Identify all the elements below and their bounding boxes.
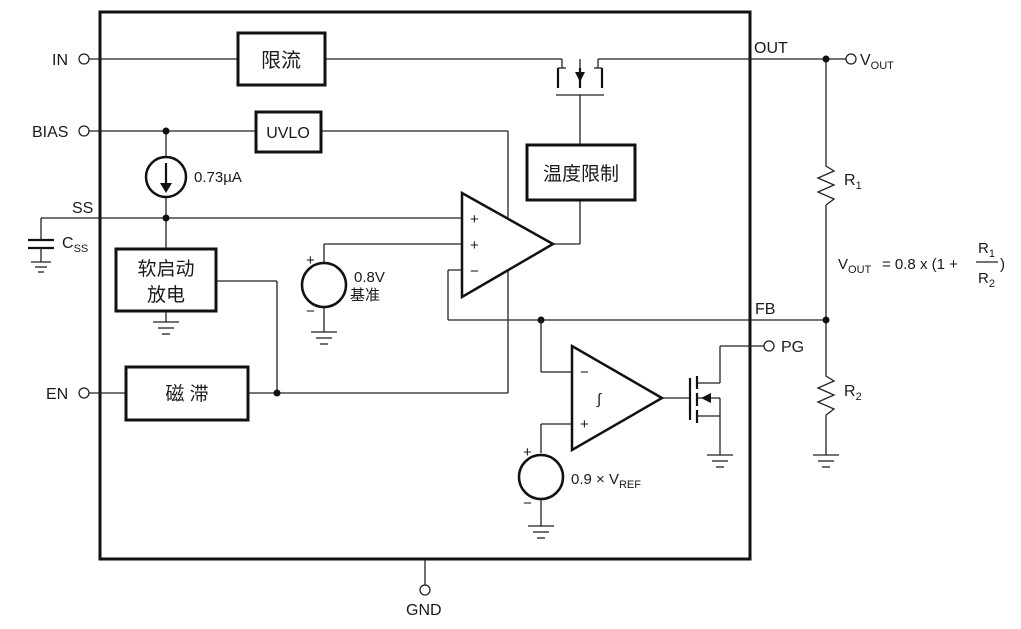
ground-symbol (153, 311, 179, 335)
svg-text:): ) (1000, 256, 1005, 273)
pin-label-out: OUT (754, 40, 788, 57)
svg-text:R2: R2 (978, 270, 995, 290)
svg-text:−: − (523, 495, 532, 512)
current-limit-block (236, 31, 327, 87)
reference-value-label: 0.8V (354, 269, 385, 286)
pin-gnd-terminal (419, 584, 431, 596)
svg-text:= 0.8 x (1 +: = 0.8 x (1 + (882, 256, 958, 273)
thermal-limit-label: 温度限制 (543, 163, 619, 185)
r1-label: R1 (844, 172, 862, 192)
pin-en-terminal (78, 387, 90, 399)
current-source-label: 0.73µA (194, 169, 242, 186)
pg-reference-source: + − (517, 444, 565, 512)
pin-label-en: EN (46, 386, 68, 403)
svg-text:R1: R1 (978, 240, 995, 260)
current-limit-label: 限流 (261, 49, 301, 72)
svg-text:+: + (470, 237, 479, 254)
reference-name-label: 基准 (350, 287, 380, 304)
soft-start-label-line2: 放电 (147, 284, 185, 306)
ground-symbol (813, 454, 839, 468)
thermal-limit-block (525, 143, 637, 202)
r2-label: R2 (844, 383, 862, 403)
pin-label-in: IN (52, 52, 68, 69)
error-amplifier: + + − (460, 190, 556, 300)
output-voltage-formula: VOUT = 0.8 x (1 + R1 R2 ) (838, 240, 1005, 290)
pg-comparator: − + ∫ (570, 343, 665, 453)
svg-text:+: + (306, 252, 315, 269)
svg-text:−: − (306, 303, 315, 320)
svg-text:+: + (470, 211, 479, 228)
hysteresis-block (124, 365, 250, 422)
resistor-r2 (816, 370, 836, 416)
css-label: CSS (62, 235, 88, 255)
pmos-pass-transistor (556, 59, 604, 96)
pin-bias-terminal (78, 125, 90, 137)
pg-nmos-transistor (688, 345, 764, 468)
current-source (144, 155, 188, 199)
ground-symbol (528, 525, 554, 539)
pin-label-bias: BIAS (32, 124, 68, 141)
pg-reference-label: 0.9 × VREF (571, 471, 641, 491)
reference-voltage-source: + − (300, 252, 348, 320)
ground-symbol (311, 331, 337, 345)
uvlo-label: UVLO (266, 125, 310, 142)
uvlo-block (254, 110, 323, 154)
pin-label-fb: FB (755, 301, 775, 318)
svg-text:∫: ∫ (596, 391, 603, 408)
svg-text:−: − (580, 364, 589, 381)
pin-label-gnd: GND (406, 602, 442, 619)
svg-text:+: + (580, 416, 589, 433)
hysteresis-label: 磁 滞 (165, 383, 208, 405)
svg-text:+: + (523, 444, 532, 461)
pin-vout-terminal (845, 53, 857, 65)
pin-label-pg: PG (781, 339, 804, 356)
soft-start-discharge-block (114, 247, 218, 313)
ss-capacitor (28, 238, 54, 273)
pin-in-terminal (78, 53, 90, 65)
vout-label: VOUT (860, 52, 894, 72)
pin-label-ss: SS (72, 200, 93, 217)
soft-start-label-line1: 软启动 (137, 258, 194, 280)
svg-text:VOUT: VOUT (838, 256, 872, 276)
svg-text:−: − (470, 263, 479, 280)
pin-pg-terminal (763, 340, 775, 352)
resistor-r1 (816, 160, 836, 206)
